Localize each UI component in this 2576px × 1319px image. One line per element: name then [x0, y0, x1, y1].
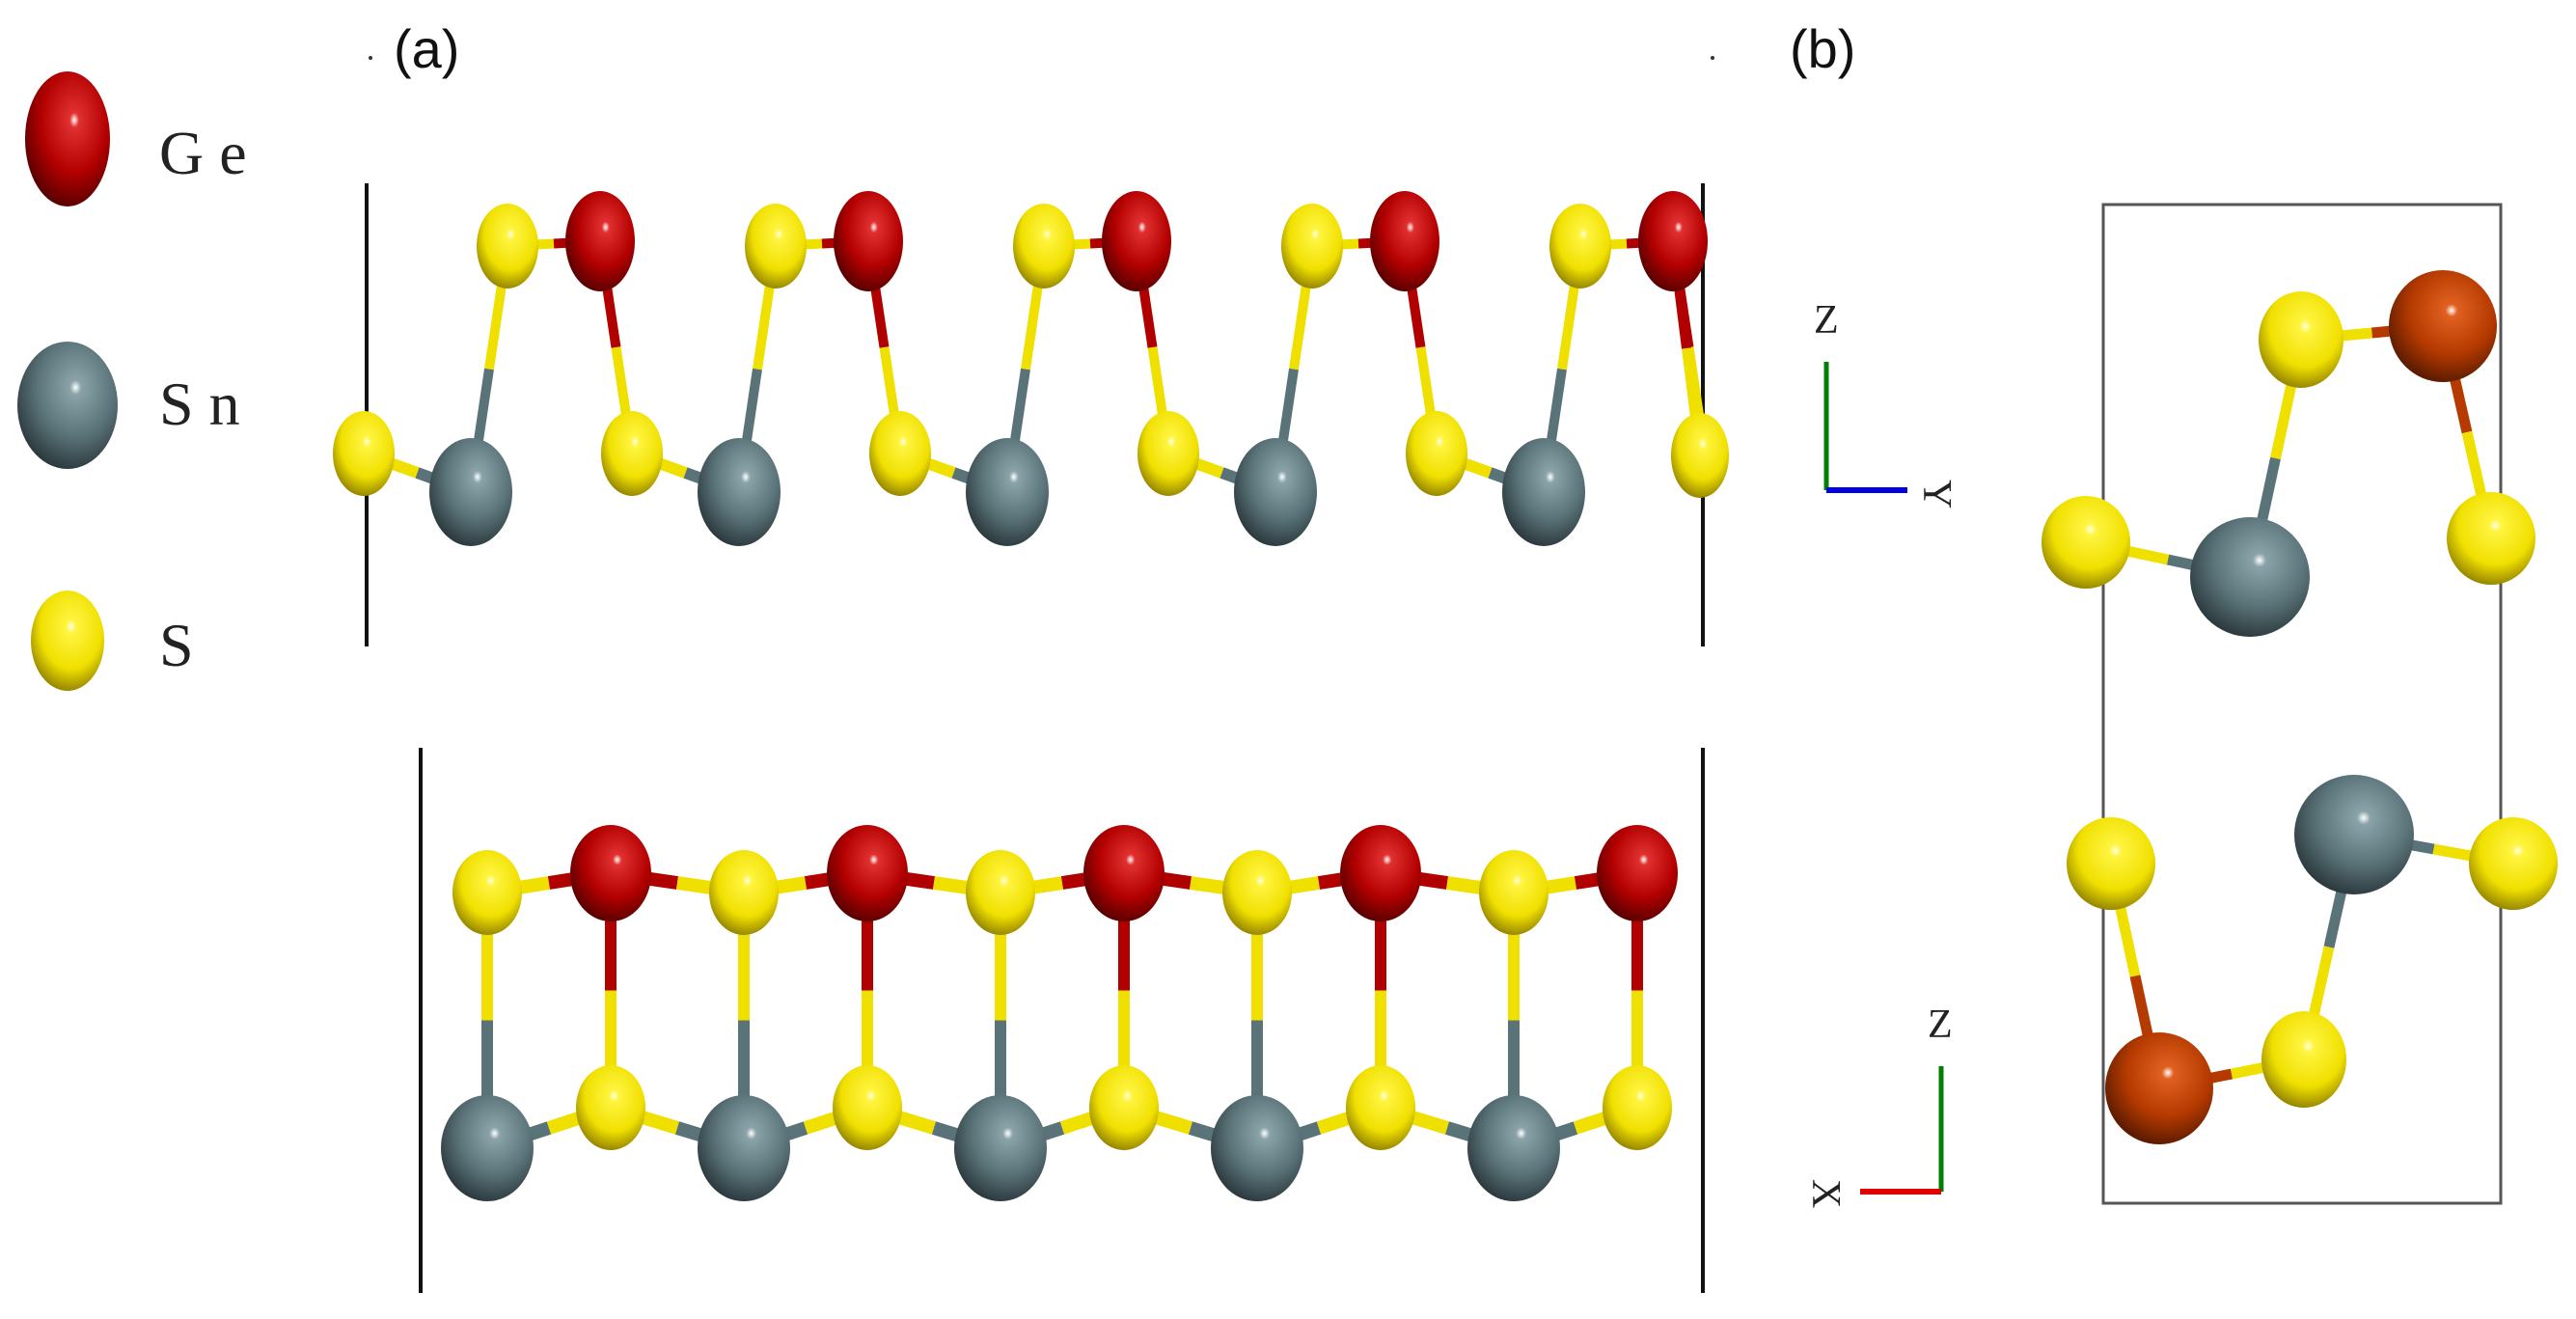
z-axis-label: Z	[1928, 1003, 1953, 1047]
s-atom-swatch	[31, 591, 104, 691]
legend-label-sn: S n	[159, 370, 240, 438]
s-atom	[576, 1065, 645, 1150]
s-atom	[1089, 1065, 1159, 1150]
legend-label-ge: G e	[159, 119, 247, 187]
sn-atom	[2294, 775, 2414, 894]
corner-dot	[1711, 56, 1714, 60]
ge-atom-swatch	[25, 71, 110, 206]
s-atom	[2469, 817, 2558, 910]
legend-item-s: S	[31, 591, 194, 691]
ge-atom	[1370, 191, 1439, 291]
s-atom	[2261, 1011, 2346, 1108]
s-atom	[1603, 1065, 1672, 1150]
corner-dot	[369, 56, 372, 60]
s-atom	[452, 850, 522, 935]
s-atom	[2067, 817, 2155, 910]
ge-atom	[827, 825, 908, 921]
s-atom	[833, 1065, 902, 1150]
ge-atom	[1340, 825, 1421, 921]
panel-b-unit-cell	[2042, 203, 2558, 1205]
sn-atom	[1211, 1095, 1303, 1201]
ge-atom	[565, 191, 635, 291]
z-axis-label: Z	[1814, 298, 1839, 343]
s-atom	[1549, 204, 1611, 289]
unit-cell-frame	[2101, 203, 2503, 1205]
sn-atom	[1467, 1095, 1560, 1201]
s-atom	[1406, 411, 1467, 496]
ge-atom	[1638, 191, 1708, 291]
atoms	[441, 825, 1678, 1201]
axes-zy: Z Y	[1814, 298, 1959, 508]
s-atom	[1281, 204, 1343, 289]
atoms	[2042, 270, 2558, 1144]
sn-atom	[1502, 438, 1585, 546]
bonds	[481, 866, 1643, 1155]
ge-atom	[1102, 191, 1171, 291]
s-atom	[2259, 291, 2343, 388]
axes-zx: Z X	[1803, 1003, 1953, 1208]
s-atom	[1346, 1065, 1415, 1150]
legend: G e S n S	[17, 71, 247, 691]
ge-atom	[570, 825, 651, 921]
y-axis-label: Y	[1914, 480, 1959, 508]
sn-atom	[441, 1095, 534, 1201]
ge-atom	[1597, 825, 1678, 921]
ge-atom	[2105, 1032, 2213, 1144]
sn-atom	[2190, 517, 2310, 637]
panel-a-label: (a)	[394, 18, 459, 79]
legend-label-s: S	[159, 611, 194, 679]
x-axis-label: X	[1803, 1179, 1848, 1208]
s-atom	[1013, 204, 1075, 289]
panel-b-label: (b)	[1790, 18, 1855, 79]
s-atom	[966, 850, 1035, 935]
s-atom	[333, 411, 395, 496]
s-atom	[601, 411, 663, 496]
s-atom	[477, 204, 538, 289]
s-atom	[869, 411, 931, 496]
legend-item-ge: G e	[25, 71, 247, 206]
s-atom	[1222, 850, 1292, 935]
sn-atom-swatch	[17, 342, 118, 469]
sn-atom	[429, 438, 512, 546]
ge-atom	[1083, 825, 1165, 921]
bonds	[2084, 320, 2514, 1094]
atoms	[333, 191, 1729, 546]
sn-atom	[698, 438, 781, 546]
panel-a-bottom-view	[419, 748, 1705, 1293]
s-atom	[1671, 413, 1729, 498]
sn-atom	[698, 1095, 790, 1201]
s-atom	[709, 850, 779, 935]
panel-a-top-view	[333, 183, 1729, 646]
sn-atom	[966, 438, 1049, 546]
s-atom	[2447, 492, 2535, 585]
s-atom	[2042, 496, 2130, 589]
ge-atom	[2389, 270, 2497, 382]
sn-atom	[954, 1095, 1047, 1201]
sn-atom	[1234, 438, 1317, 546]
legend-item-sn: S n	[17, 342, 240, 469]
s-atom	[1137, 411, 1199, 496]
s-atom	[1479, 850, 1548, 935]
ge-atom	[834, 191, 903, 291]
s-atom	[745, 204, 807, 289]
